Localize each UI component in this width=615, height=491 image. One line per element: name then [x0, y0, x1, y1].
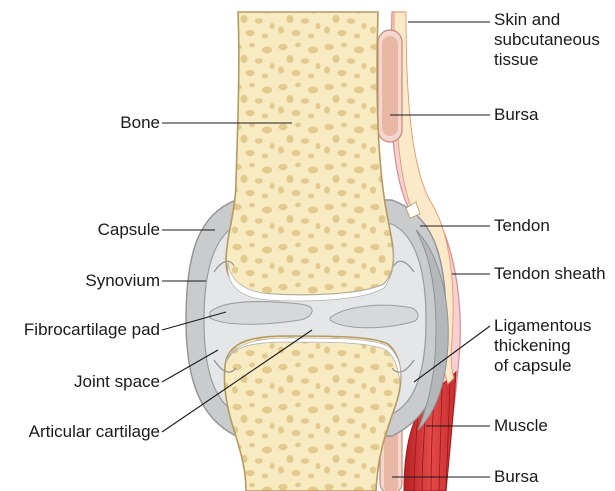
label-tendon: Tendon	[494, 216, 550, 235]
label-articular-cartilage: Articular cartilage	[28, 422, 160, 441]
label-joint-space: Joint space	[74, 372, 160, 391]
articular-cartilage-upper	[227, 245, 394, 302]
label-ligamentous-line-3: of capsule	[494, 356, 572, 375]
label-tendon-sheath: Tendon sheath	[494, 264, 606, 283]
label-skin-line-1: Skin and	[494, 10, 561, 29]
label-skin-line-3: tissue	[494, 50, 539, 69]
tendon-mark	[405, 201, 421, 219]
label-ligamentous-line-2: thickening	[494, 336, 571, 355]
articular-cartilage-lower	[225, 337, 402, 383]
label-bursa-bottom: Bursa	[494, 467, 539, 486]
label-bursa-top: Bursa	[494, 105, 539, 124]
fibrocartilage-pad	[209, 301, 419, 329]
muscle	[403, 370, 457, 491]
label-ligamentous-line-1: Ligamentous	[494, 316, 592, 335]
label-capsule: Capsule	[97, 220, 160, 239]
ligamentous-thickening	[415, 229, 449, 431]
upper-bone	[225, 11, 395, 296]
label-skin-subcutaneous-tissue: Skin and subcutaneous tissue	[494, 10, 612, 70]
synovium-folds	[213, 260, 415, 373]
label-ligamentous-thickening: Ligamentous thickening of capsule	[494, 316, 612, 376]
label-fibrocartilage-pad: Fibrocartilage pad	[23, 320, 160, 339]
leader-lines	[161, 21, 491, 478]
lower-bone	[223, 335, 402, 491]
label-muscle: Muscle	[494, 416, 548, 435]
tendon	[393, 11, 455, 385]
label-skin-line-2: subcutaneous	[494, 30, 600, 49]
label-bone: Bone	[120, 113, 160, 132]
label-synovium: Synovium	[85, 271, 160, 290]
